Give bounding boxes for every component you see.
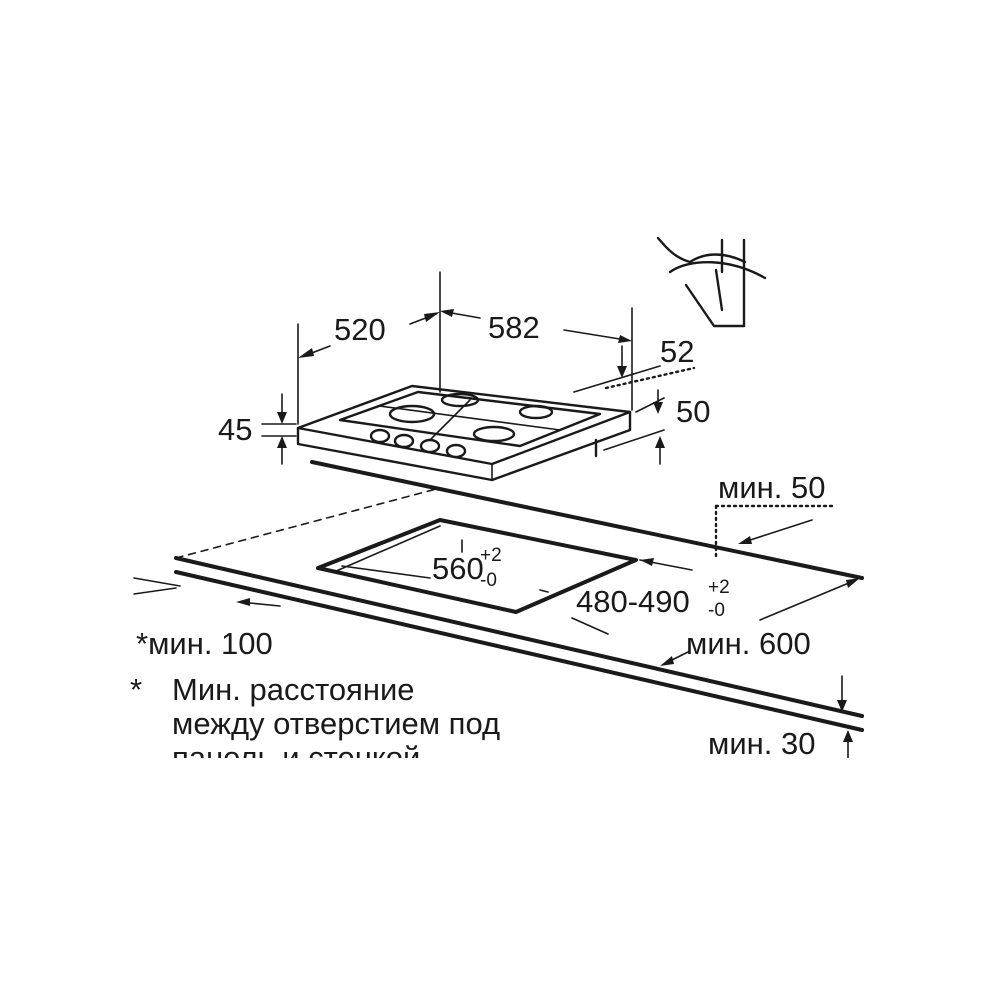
dim-480-490: 480-490 +2 -0 — [576, 577, 730, 621]
dim-480-490-tol-up: +2 — [708, 577, 730, 598]
dimension-labels: 520 582 45 52 50 мин. 50 560 +2 -0 480-4… — [136, 310, 825, 761]
dim-45: 45 — [218, 412, 252, 447]
dim-480-490-main: 480-490 — [576, 584, 690, 619]
footnote: * Мин. расстояние между отверстием под п… — [0, 672, 1000, 1000]
cutout-opening — [316, 518, 638, 614]
dim-min-600: мин. 600 — [686, 626, 811, 661]
worktop — [174, 460, 864, 732]
dim-582: 582 — [488, 310, 540, 345]
wall-cabinet-sketch — [656, 236, 767, 328]
dim-min-100: *мин. 100 — [136, 626, 273, 661]
dim-min-50: мин. 50 — [718, 470, 825, 505]
dim-480-490-tol-down: -0 — [708, 600, 725, 621]
crop-mask — [0, 758, 1000, 1000]
footnote-line-1: Мин. расстояние — [172, 672, 415, 707]
dim-560-main: 560 — [432, 551, 484, 586]
dim-520: 520 — [334, 312, 386, 347]
dim-560-tol-down: -0 — [480, 570, 497, 591]
dim-50: 50 — [676, 394, 710, 429]
footnote-line-2: между отверстием под — [172, 706, 500, 741]
dimension-lines — [133, 271, 860, 767]
dim-min-30: мин. 30 — [708, 726, 815, 761]
dim-560: 560 +2 -0 — [432, 545, 502, 591]
footnote-asterisk: * — [130, 672, 142, 707]
dim-560-tol-up: +2 — [480, 545, 502, 566]
dim-52: 52 — [660, 334, 694, 369]
hob-body — [296, 384, 632, 482]
